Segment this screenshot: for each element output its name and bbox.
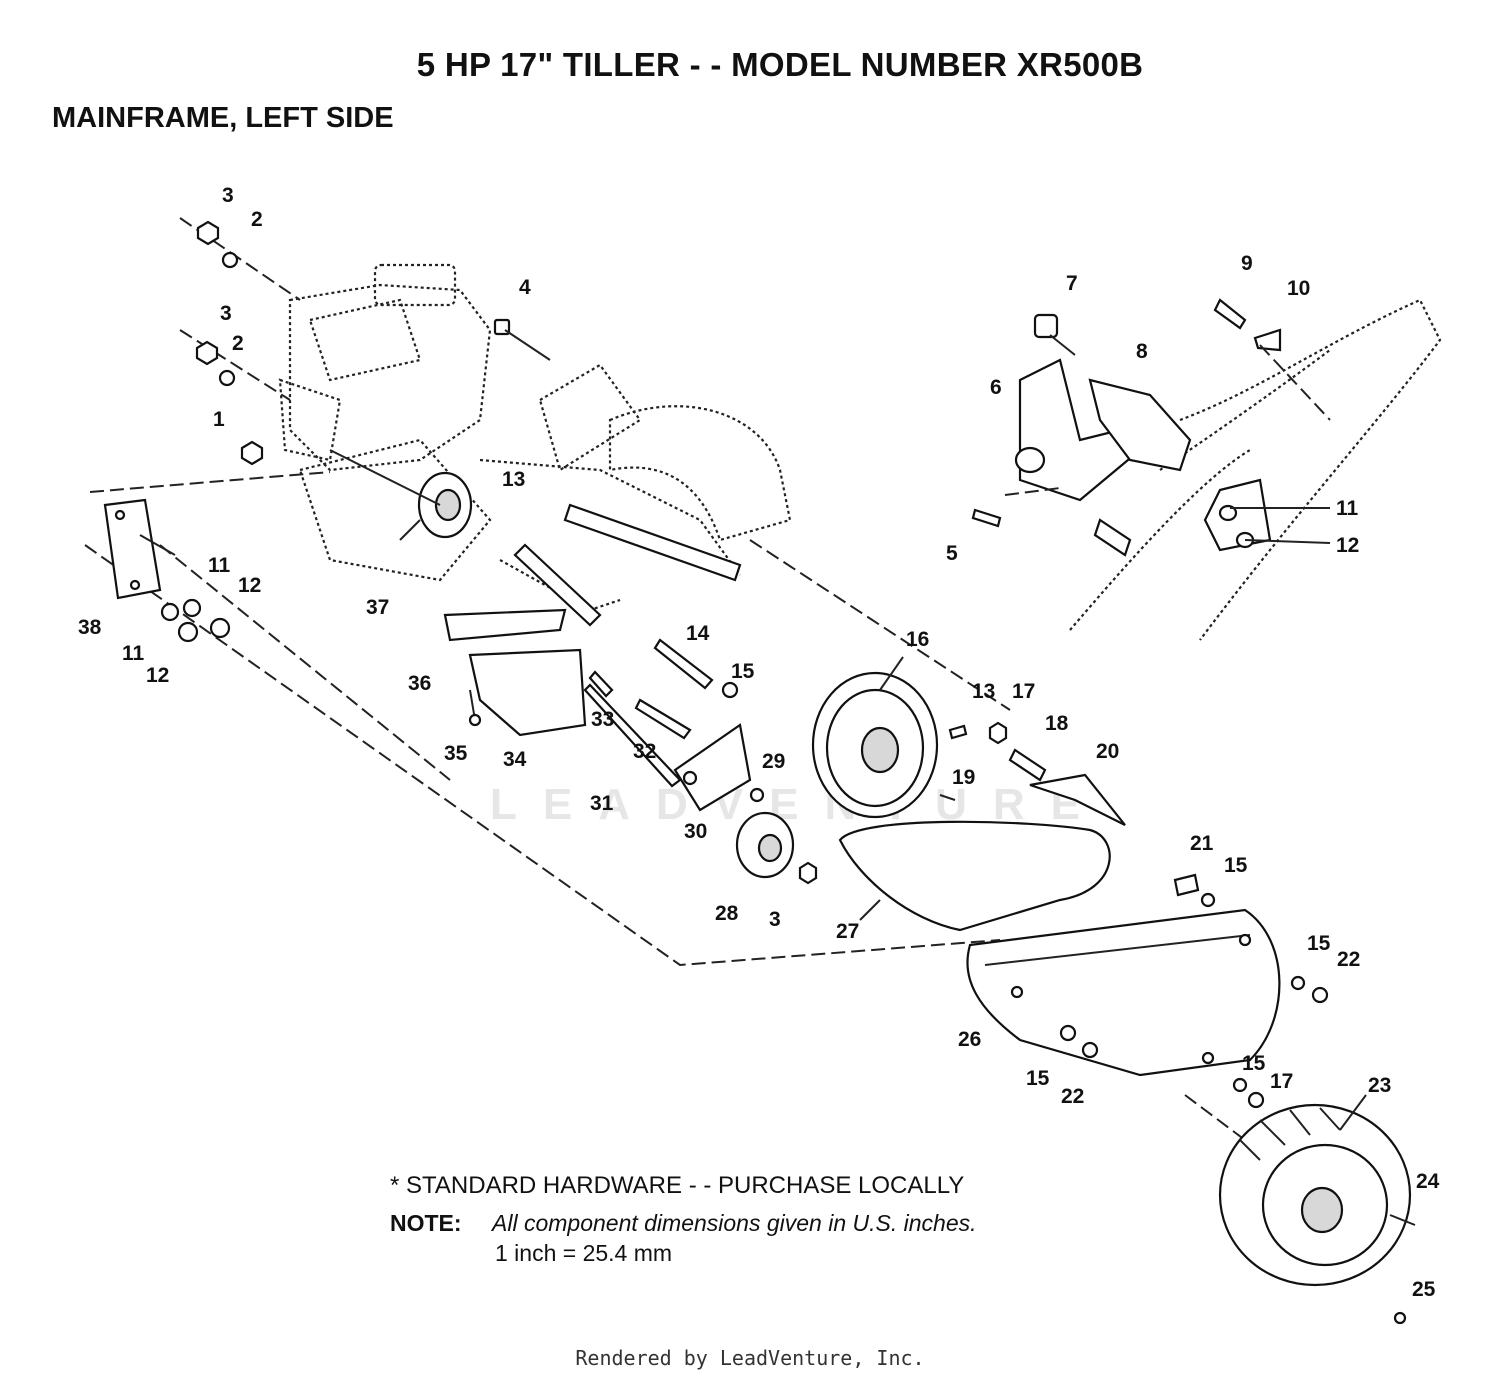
leader-lines: [399, 507, 1367, 1131]
callout-28: 28: [715, 902, 739, 925]
watermark: LEADVENTURE: [490, 780, 1107, 829]
callout-27: 27: [836, 920, 859, 943]
callout-13: 13: [502, 468, 525, 491]
callout-29: 29: [762, 750, 785, 773]
callout-31: 31: [590, 792, 614, 815]
bracket-38: [103, 498, 231, 643]
callout-10: 10: [1287, 277, 1310, 300]
callout-30: 30: [684, 820, 707, 843]
callout-3: 3: [220, 302, 232, 325]
callout-37: 37: [366, 596, 389, 619]
handle-bracket: [971, 298, 1331, 557]
callout-18: 18: [1045, 712, 1069, 735]
shafts: [583, 638, 739, 788]
callout-8: 8: [1136, 340, 1148, 363]
callout-6: 6: [990, 376, 1002, 399]
callout-35: 35: [444, 742, 468, 765]
callout-4: 4: [519, 276, 531, 299]
idler-arm: [673, 723, 818, 885]
main-pulley: [811, 671, 1008, 819]
note-line-1: All component dimensions given in U.S. i…: [492, 1210, 977, 1236]
callout-12: 12: [1336, 534, 1359, 557]
callout-22: 22: [1337, 948, 1360, 971]
callout-25: 25: [1412, 1278, 1436, 1301]
callout-24: 24: [1416, 1170, 1440, 1193]
callout-2: 2: [232, 332, 244, 355]
mainframe: [479, 363, 792, 627]
callout-14: 14: [686, 622, 710, 645]
handle-frame: [1069, 298, 1442, 641]
callout-7: 7: [1066, 272, 1078, 295]
callout-34: 34: [503, 748, 527, 771]
engine: [278, 263, 492, 582]
belt-cover: [966, 908, 1329, 1109]
dimension-note: NOTE: All component dimensions given in U…: [390, 1210, 977, 1237]
callout-12: 12: [238, 574, 261, 597]
callout-21: 21: [1190, 832, 1214, 855]
engine-pulley: [329, 449, 473, 539]
bracket-36: [443, 608, 587, 737]
callout-9: 9: [1241, 252, 1253, 275]
callout-15: 15: [1026, 1067, 1050, 1090]
callout-2: 2: [251, 208, 263, 231]
callout-15: 15: [1242, 1052, 1266, 1075]
callout-38: 38: [78, 616, 102, 639]
callout-17: 17: [1270, 1070, 1293, 1093]
callout-12: 12: [146, 664, 169, 687]
callout-16: 16: [906, 628, 929, 651]
callout-17: 17: [1012, 680, 1035, 703]
page-title: 5 HP 17" TILLER - - MODEL NUMBER XR500B: [416, 46, 1144, 83]
callout-11: 11: [1336, 497, 1359, 520]
note-line-2: 1 inch = 25.4 mm: [495, 1240, 673, 1266]
callout-15: 15: [731, 660, 755, 683]
footer-credit: Rendered by LeadVenture, Inc.: [575, 1346, 925, 1370]
callout-23: 23: [1368, 1074, 1391, 1097]
callout-33: 33: [591, 708, 614, 731]
wheel: [1184, 1094, 1416, 1325]
callout-20: 20: [1096, 740, 1119, 763]
callout-labels: 3 2 3 2 1 4 13 37 36 38 11 12 11 12 7 9 …: [78, 184, 1440, 1301]
callout-11: 11: [122, 642, 145, 665]
callout-36: 36: [408, 672, 431, 695]
standard-hardware-note: * STANDARD HARDWARE - - PURCHASE LOCALLY: [390, 1172, 965, 1199]
hardware-top-left: [195, 220, 551, 466]
callout-26: 26: [958, 1028, 981, 1051]
callout-3: 3: [222, 184, 234, 207]
callout-22: 22: [1061, 1085, 1084, 1108]
section-subtitle: MAINFRAME, LEFT SIDE: [52, 102, 394, 134]
note-label: NOTE:: [390, 1210, 462, 1236]
callout-3: 3: [769, 908, 781, 931]
callout-32: 32: [633, 740, 656, 763]
callout-19: 19: [952, 766, 975, 789]
callout-13: 13: [972, 680, 995, 703]
callout-15: 15: [1307, 932, 1331, 955]
parts-18-21: [1008, 748, 1216, 908]
callout-11: 11: [208, 554, 231, 577]
callout-5: 5: [946, 542, 958, 565]
callout-15: 15: [1224, 854, 1248, 877]
drive-belt: [838, 820, 1111, 932]
callout-1: 1: [213, 408, 225, 431]
